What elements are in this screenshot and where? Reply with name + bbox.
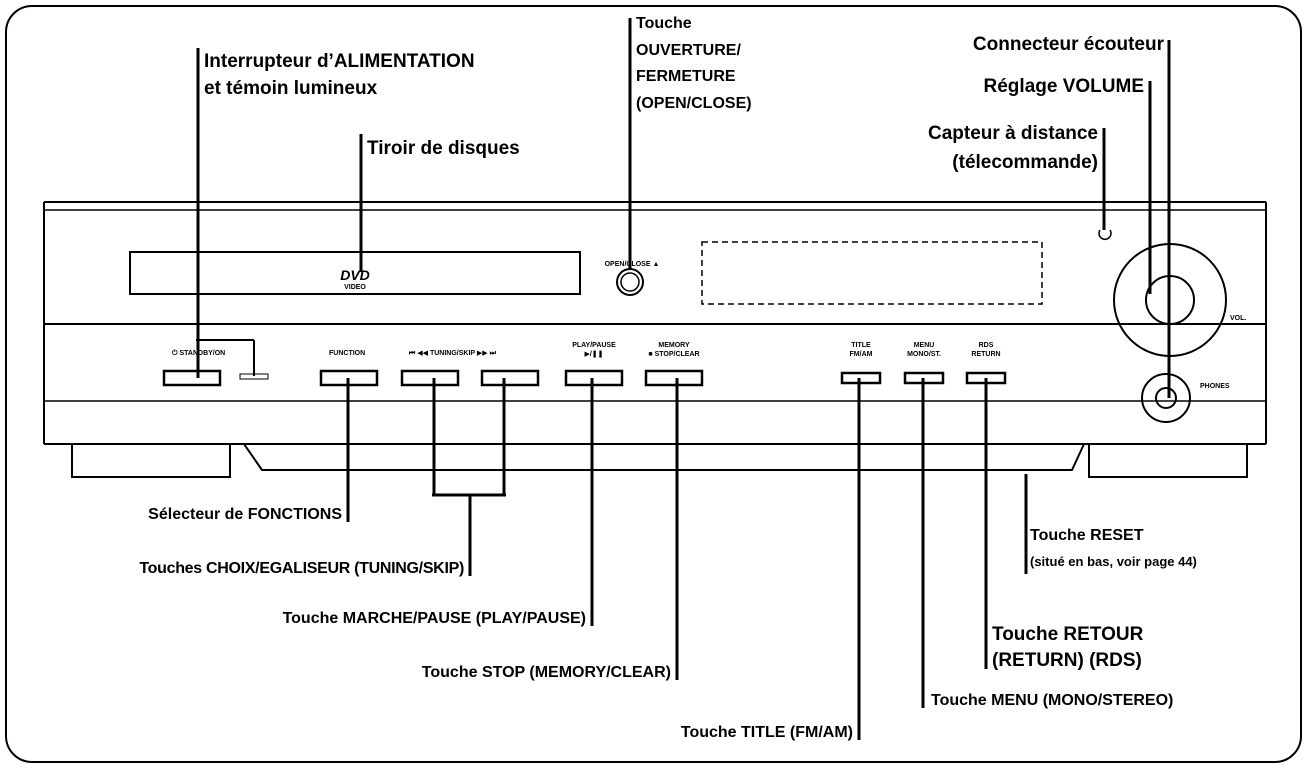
remote-sensor-label-line2: (télecommande)	[952, 152, 1098, 173]
disc-tray	[129, 251, 581, 295]
memory-panel-label: MEMORY	[658, 342, 690, 349]
function-selector-label: Sélecteur de FONCTIONS	[148, 506, 342, 523]
open-close-label-line2: OUVERTURE/	[636, 42, 741, 59]
play-pause-panel-label: PLAY/PAUSE	[572, 342, 616, 349]
title-fm-am-button[interactable]	[840, 371, 882, 385]
open-close-panel-label: OPEN/CLOSE ▲	[605, 261, 660, 268]
title-label: Touche TITLE (FM/AM)	[681, 724, 853, 741]
right-foot	[1088, 443, 1248, 478]
vol-panel-label: VOL.	[1230, 315, 1246, 322]
stop-clear-panel-label: ■ STOP/CLEAR	[648, 351, 699, 358]
menu-label: Touche MENU (MONO/STEREO)	[931, 692, 1173, 709]
tuning-skip-label: Touches CHOIX/EGALISEUR (TUNING/SKIP)	[139, 560, 464, 577]
tuning-forward-button[interactable]	[480, 369, 540, 387]
power-indicator-label: et témoin lumineux	[204, 78, 378, 99]
tuning-back-button[interactable]	[400, 369, 460, 387]
stop-clear-button[interactable]	[644, 369, 704, 387]
device-body	[43, 201, 1267, 478]
disc-tray-label: Tiroir de disques	[367, 138, 520, 159]
play-pause-button[interactable]	[564, 369, 624, 387]
stop-label: Touche STOP (MEMORY/CLEAR)	[422, 664, 671, 681]
left-foot	[71, 443, 231, 478]
open-close-label-line3: FERMETURE	[636, 68, 736, 85]
function-panel-label: FUNCTION	[329, 350, 365, 357]
return-label-line1: Touche RETOUR	[992, 624, 1144, 645]
phones-panel-label: PHONES	[1200, 383, 1230, 390]
tuning-skip-panel-label: ⏮ ◀◀ TUNING/SKIP ▶▶ ⏭	[409, 350, 497, 357]
power-switch-label: Interrupteur d’ALIMENTATION	[204, 51, 475, 72]
dvd-logo-text: DVD	[340, 267, 370, 283]
diagram-frame: DVD VIDEO OPEN/CLOSE ▲ VOL. PHONES ⏻ STA…	[4, 4, 1303, 764]
open-close-label-line1: Touche	[636, 15, 692, 32]
callout-lines	[196, 18, 1171, 740]
reset-label-line2: (situé en bas, voir page 44)	[1030, 554, 1197, 569]
remote-sensor-label-line1: Capteur à distance	[928, 123, 1098, 144]
rds-panel-label: RDS	[979, 342, 994, 349]
dvd-receiver-front-panel-diagram: DVD VIDEO OPEN/CLOSE ▲ VOL. PHONES ⏻ STA…	[5, 5, 1302, 763]
display-window	[701, 241, 1043, 305]
reset-label-line1: Touche RESET	[1030, 527, 1144, 544]
open-close-label-line4: (OPEN/CLOSE)	[636, 95, 752, 112]
phones-jack[interactable]	[1141, 373, 1191, 423]
headphone-connector-label: Connecteur écouteur	[973, 34, 1165, 55]
return-panel-label: RETURN	[971, 351, 1000, 358]
standby-button[interactable]	[162, 369, 222, 387]
dvd-video-text: VIDEO	[344, 284, 366, 291]
mono-st-panel-label: MONO/ST.	[907, 351, 941, 358]
menu-panel-label: MENU	[914, 342, 935, 349]
return-label-line2: (RETURN) (RDS)	[992, 650, 1142, 671]
volume-label: Réglage VOLUME	[984, 76, 1144, 97]
play-pause-label: Touche MARCHE/PAUSE (PLAY/PAUSE)	[283, 610, 586, 627]
dvd-logo: DVD VIDEO	[340, 267, 370, 291]
title-panel-label: TITLE	[851, 342, 871, 349]
remote-sensor-icon	[1098, 229, 1112, 240]
play-pause-symbol: ▶/❚❚	[584, 350, 603, 358]
fm-am-panel-label: FM/AM	[850, 351, 873, 358]
outer-frame	[5, 5, 1302, 763]
